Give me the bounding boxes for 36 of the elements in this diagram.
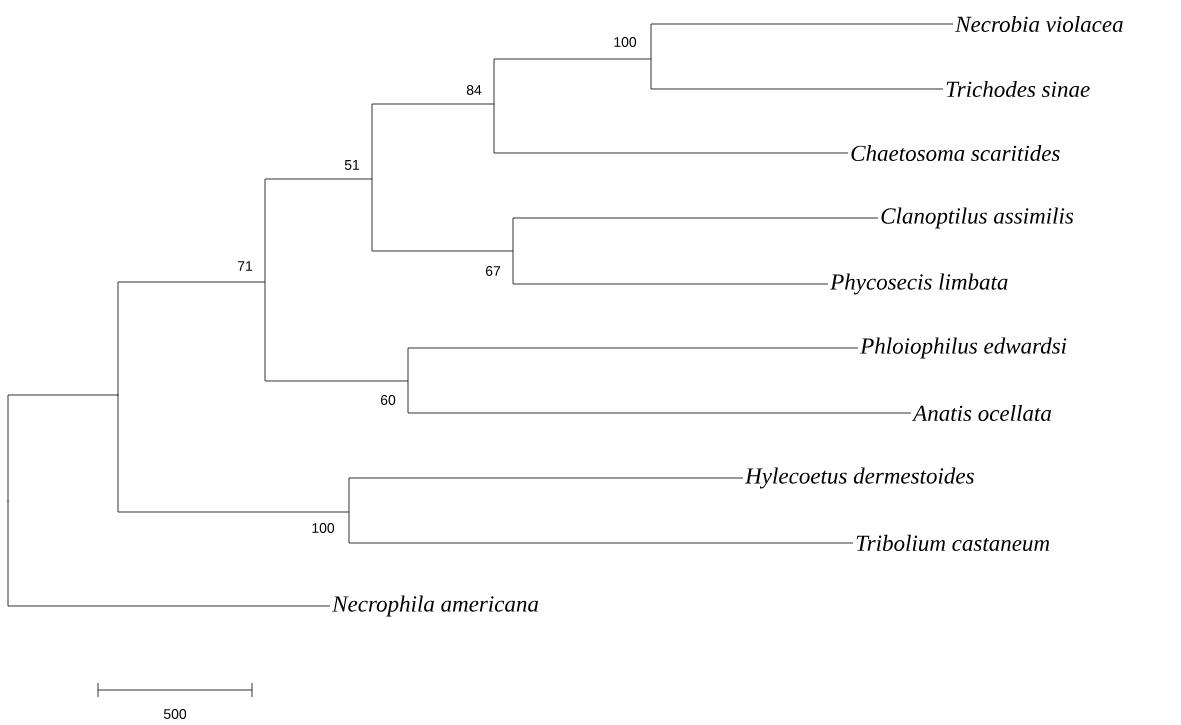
tree-branch xyxy=(264,178,373,283)
bootstrap-value: 100 xyxy=(312,523,335,533)
species-label: Anatis ocellata xyxy=(911,404,1051,422)
tree-branch xyxy=(371,103,495,180)
tree-branch xyxy=(348,511,854,544)
bootstrap-value: 84 xyxy=(466,85,482,95)
tree-branch xyxy=(493,103,849,154)
tree-branch xyxy=(407,347,859,382)
species-label: Necrobia violacea xyxy=(955,15,1123,33)
bootstrap-value: 60 xyxy=(380,395,396,405)
tree-branch xyxy=(650,58,944,90)
tree-branch xyxy=(117,281,266,396)
tree-branch xyxy=(512,250,829,285)
species-label: Hylecoetus dermestoides xyxy=(744,467,974,489)
tree-branch xyxy=(371,178,514,252)
species-label: Phloiophilus edwardsi xyxy=(860,337,1067,359)
species-label: Trichodes sinae xyxy=(946,80,1090,98)
bootstrap-value: 100 xyxy=(614,37,637,47)
bootstrap-value: 71 xyxy=(237,261,253,271)
tree-branch xyxy=(7,500,331,607)
tree-branch xyxy=(117,394,350,513)
species-label: Necrophila americana xyxy=(332,595,539,617)
tree-branch xyxy=(348,477,744,513)
tree-branch xyxy=(493,58,652,105)
tree-branch xyxy=(512,217,879,252)
tree-branch xyxy=(7,394,119,502)
tree-branch xyxy=(407,380,912,414)
bootstrap-value: 67 xyxy=(485,266,501,276)
species-label: Chaetosoma scaritides xyxy=(851,144,1060,162)
scale-label: 500 xyxy=(163,709,187,719)
tree-branch xyxy=(264,281,409,382)
species-label: Clanoptilus assimilis xyxy=(881,207,1074,229)
species-label: Phycosecis limbata xyxy=(830,273,1008,295)
species-label: Tribolium castaneum xyxy=(856,534,1050,552)
bootstrap-value: 51 xyxy=(344,160,360,170)
tree-branch xyxy=(650,23,954,60)
